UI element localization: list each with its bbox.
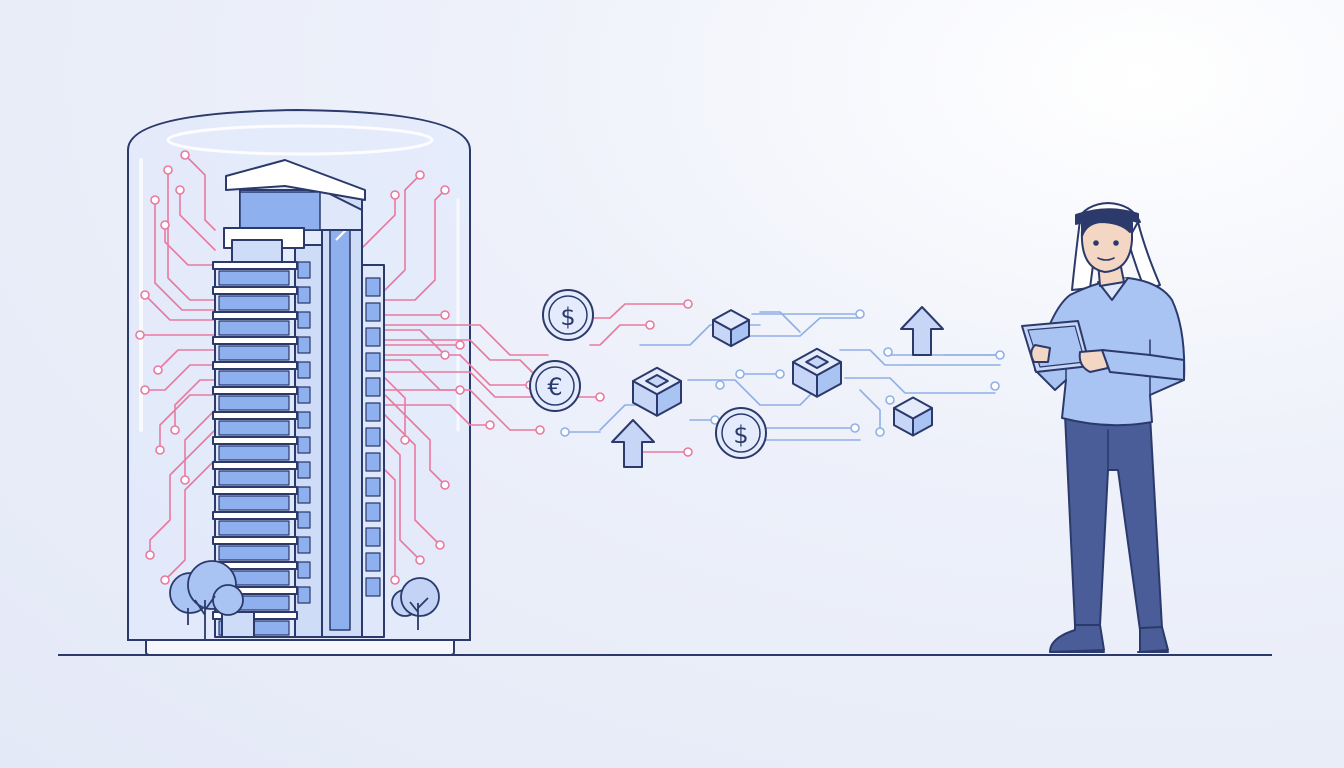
floor-window	[218, 545, 290, 561]
floor-slab	[212, 386, 298, 395]
skyscraper	[212, 159, 385, 638]
circuit-traces-pink	[139, 154, 689, 581]
floor-slab	[212, 361, 298, 370]
floor-window	[218, 395, 290, 411]
floor-slab	[212, 261, 298, 270]
up-arrow-icon	[900, 306, 944, 356]
floor-slab	[212, 311, 298, 320]
tree-left	[169, 560, 244, 640]
floor-window	[218, 295, 290, 311]
coin-symbol: €	[547, 373, 562, 401]
floor-slab	[212, 411, 298, 420]
person-with-tablet	[1021, 202, 1186, 653]
dollar-coin-icon: $	[542, 289, 594, 341]
token-cube-icon	[712, 309, 750, 348]
tower-floors	[212, 261, 298, 636]
coin-symbol: $	[733, 421, 748, 449]
floor-window	[218, 270, 290, 286]
tree-right	[391, 577, 440, 630]
floor-window	[218, 420, 290, 436]
floor-window	[218, 345, 290, 361]
floor-slab	[212, 436, 298, 445]
euro-coin-icon: €	[529, 360, 581, 412]
dollar-coin-icon: $	[715, 407, 767, 459]
floor-slab	[212, 536, 298, 545]
floor-slab	[212, 486, 298, 495]
circuit-nodes-pink	[135, 150, 693, 585]
floor-window	[218, 445, 290, 461]
token-cube-icon	[893, 396, 933, 437]
floor-slab	[212, 511, 298, 520]
floor-window	[218, 495, 290, 511]
floor-window	[218, 520, 290, 536]
up-arrow-icon	[611, 419, 655, 468]
floor-window	[218, 470, 290, 486]
floor-slab	[212, 286, 298, 295]
floor-window	[218, 320, 290, 336]
side-windows	[297, 261, 381, 604]
floor-window	[218, 370, 290, 386]
token-cube-icon	[632, 366, 682, 417]
token-cubes	[632, 309, 933, 437]
coin-symbol: $	[560, 303, 575, 331]
floor-slab	[212, 336, 298, 345]
token-cube-icon	[792, 347, 842, 398]
floor-slab	[212, 461, 298, 470]
